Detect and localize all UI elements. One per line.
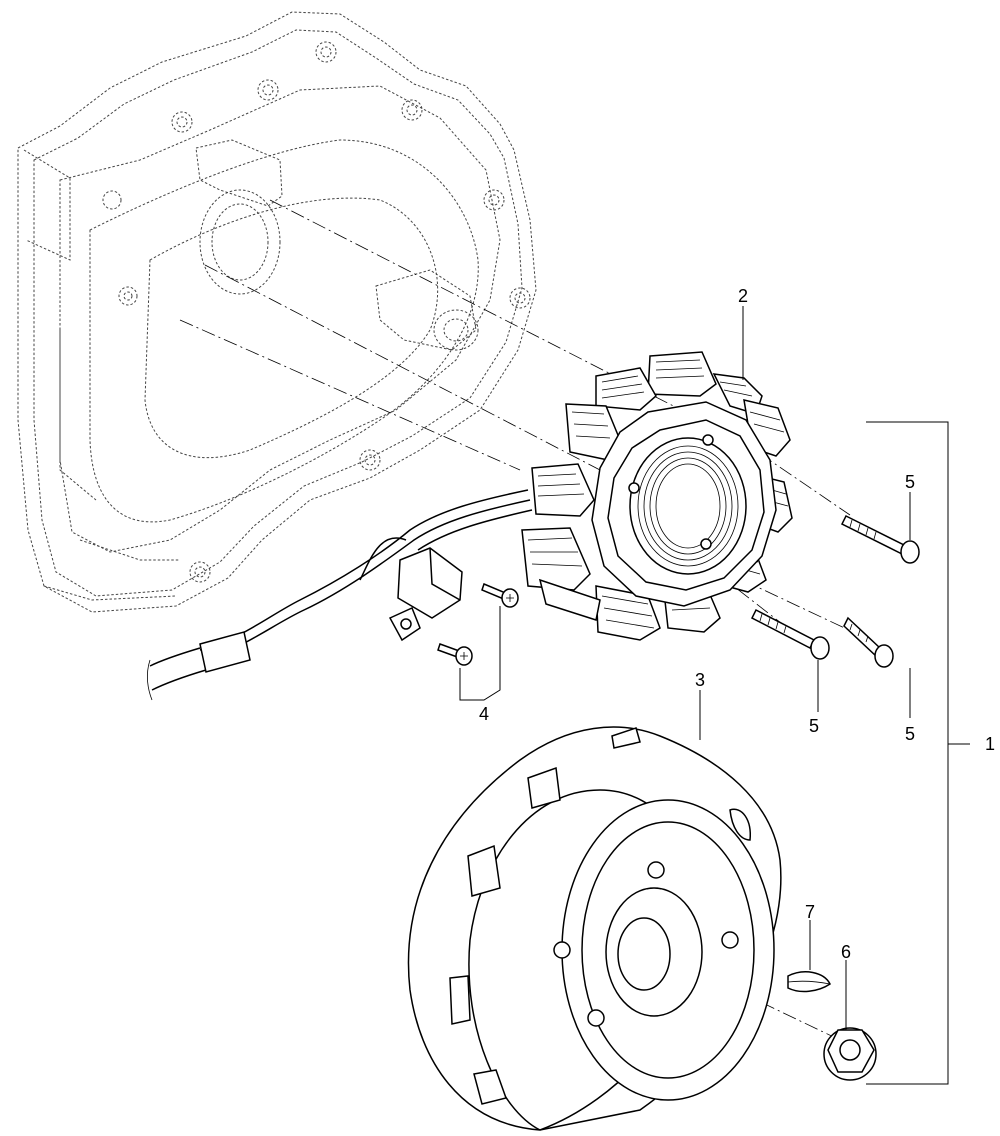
callout-stator-bolt-upper: 5 [905, 472, 915, 492]
wiring-harness [146, 489, 533, 701]
callout-stator: 2 [738, 286, 748, 306]
crankcase-cover-phantom [17, 11, 537, 613]
callout-stator-bolt-lower: 5 [905, 724, 915, 744]
callout-woodruff-key: 7 [805, 902, 815, 922]
stator-bolt-lower [843, 616, 894, 668]
woodruff-key [787, 971, 831, 993]
stator-bolt-mid [750, 608, 830, 660]
callout-labels: 2 5 3 4 5 5 1 7 6 [479, 286, 995, 962]
callout-flywheel-nut: 6 [841, 942, 851, 962]
callout-stator-bolt-mid: 5 [809, 716, 819, 736]
leader-lines [459, 306, 970, 1085]
callout-pickup-screws: 4 [479, 704, 489, 724]
pickup-screw-lower [437, 643, 473, 666]
stator-assembly [521, 351, 793, 641]
pulser-pickup-sensor [388, 547, 463, 642]
stator-bore [629, 437, 747, 575]
flywheel-rotor [407, 726, 782, 1131]
stator-bolt-upper [840, 514, 920, 564]
flywheel-nut [823, 1027, 877, 1081]
pickup-screw-upper [481, 582, 519, 608]
flywheel-hub [605, 887, 703, 1017]
callout-assembly: 1 [985, 734, 995, 754]
callout-flywheel-rotor: 3 [695, 670, 705, 690]
